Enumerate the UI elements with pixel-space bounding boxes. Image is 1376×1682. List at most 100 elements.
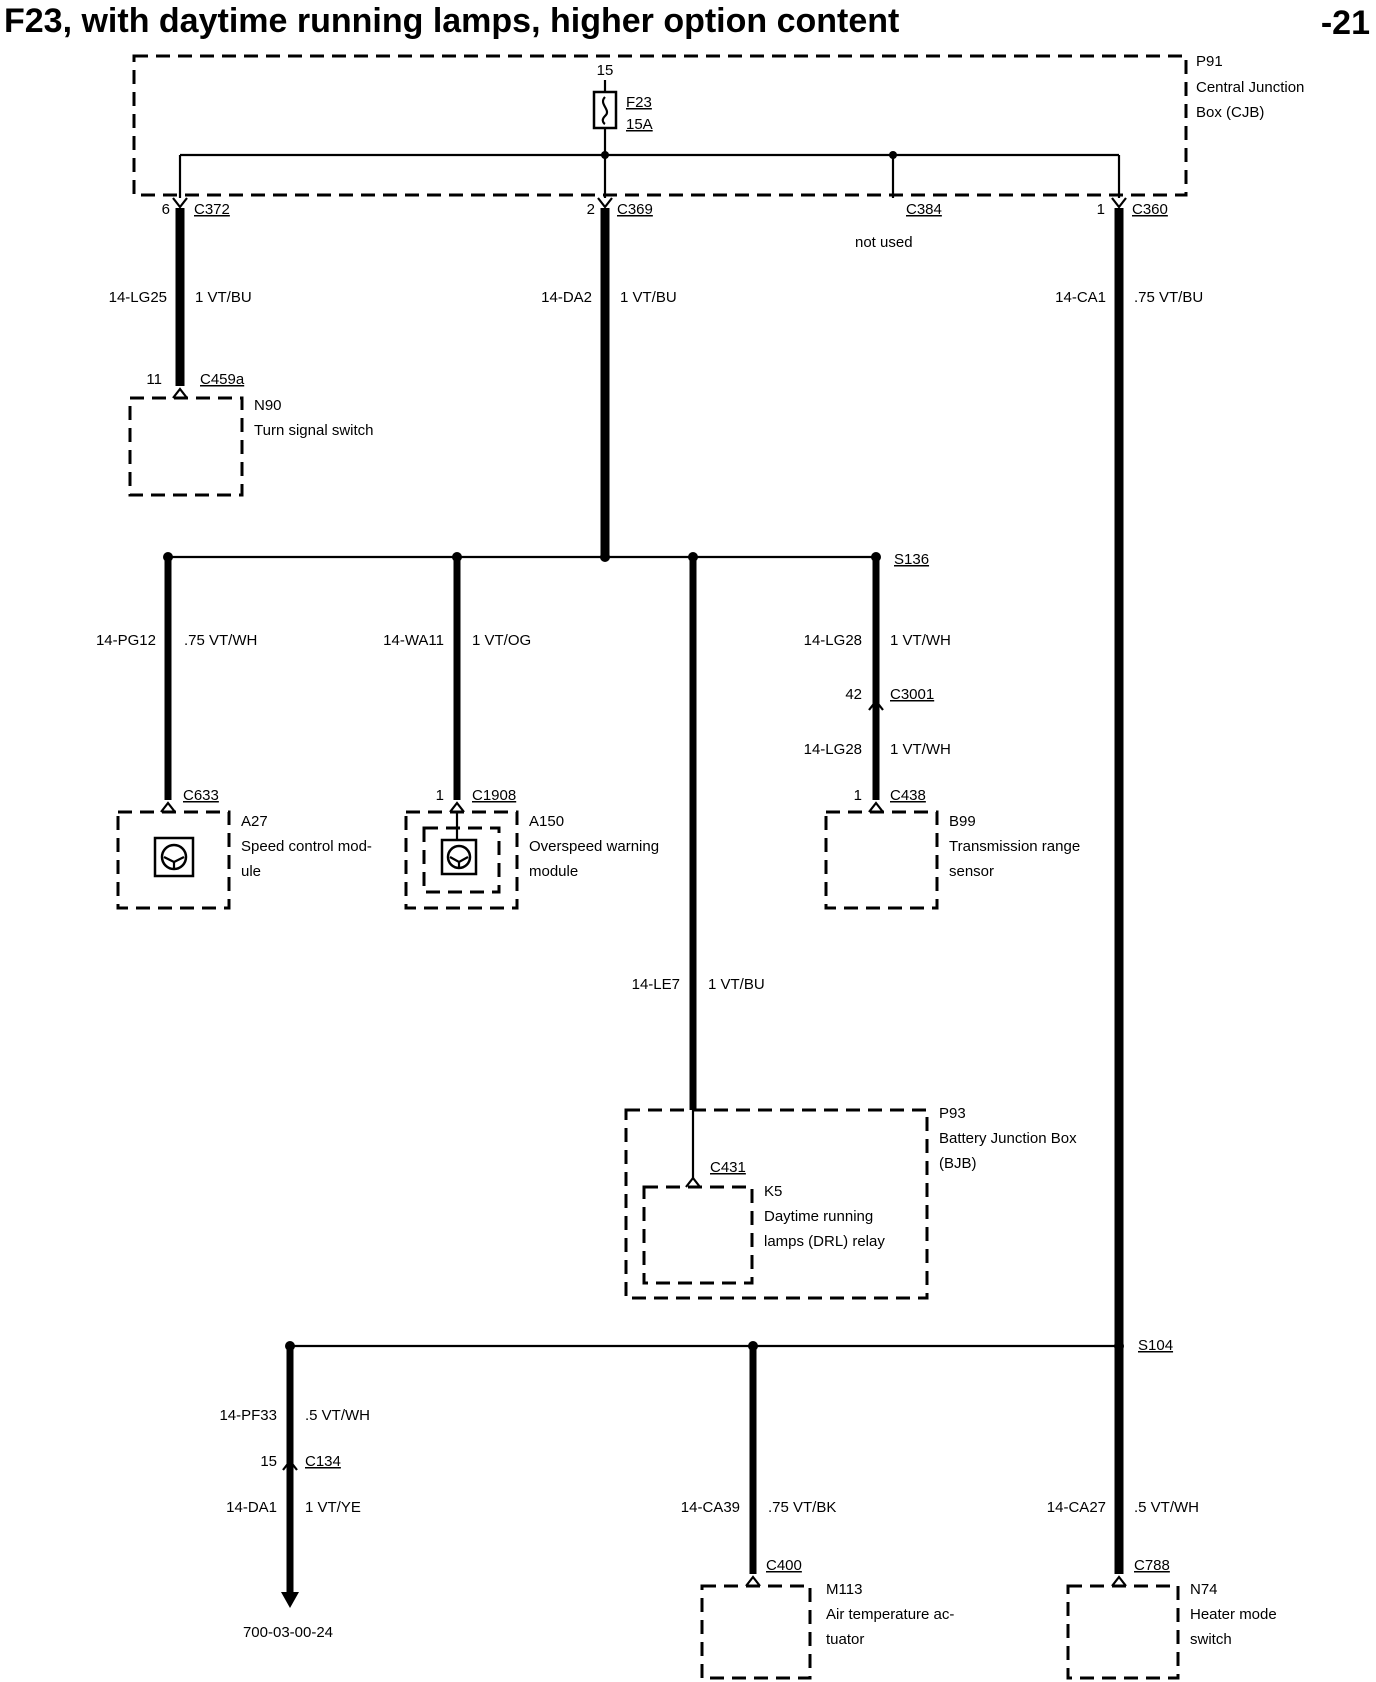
p93-desc-line1: Battery Junction Box [939, 1130, 1077, 1147]
wire-ca1-circuit: 14-CA1 [1055, 289, 1106, 306]
connector-c633-icon [160, 801, 176, 813]
wire-lg28a-spec: 1 VT/WH [890, 632, 951, 649]
wire-ca27-spec: .5 VT/WH [1134, 1499, 1199, 1516]
n74-desc-line2: switch [1190, 1631, 1232, 1648]
fuse-rating: 15A [626, 116, 653, 133]
a27-id: A27 [241, 813, 268, 830]
a150-id: A150 [529, 813, 564, 830]
wire-lg28b-circuit: 14-LG28 [804, 741, 862, 758]
k5-id: K5 [764, 1183, 782, 1200]
splice-s136-label: S136 [894, 551, 929, 568]
page-number: -21 [1321, 4, 1370, 42]
connector-c438-icon [868, 801, 884, 813]
wire-pg12-circuit: 14-PG12 [96, 632, 156, 649]
m113-id: M113 [826, 1581, 862, 1598]
connector-c1908-icon [449, 801, 465, 813]
c788-label: C788 [1134, 1557, 1170, 1574]
wire-le7-spec: 1 VT/BU [708, 976, 765, 993]
a27-desc-line2: ule [241, 863, 261, 880]
wire-lg25-spec: 1 VT/BU [195, 289, 252, 306]
c633-label: C633 [183, 787, 219, 804]
n74-desc-line1: Heater mode [1190, 1606, 1277, 1623]
component-a150-box [404, 810, 519, 910]
m113-desc-line2: tuator [826, 1631, 864, 1648]
wire-da1-circuit: 14-DA1 [226, 1499, 277, 1516]
connector-c3001-icon [868, 699, 884, 711]
c459a-label: C459a [200, 371, 245, 388]
a27-desc-line1: Speed control mod- [241, 838, 372, 855]
fuse-pin: 15 [597, 62, 614, 79]
wire-ca1-spec: .75 VT/BU [1134, 289, 1203, 306]
component-m113-box [700, 1584, 812, 1680]
c369-label: C369 [617, 201, 653, 218]
c400-label: C400 [766, 1557, 802, 1574]
component-k5-box [642, 1185, 754, 1285]
wire-pf33-circuit: 14-PF33 [219, 1407, 277, 1424]
component-n74-box [1066, 1584, 1180, 1680]
wire-le7-circuit: 14-LE7 [632, 976, 680, 993]
wire-da1-spec: 1 VT/YE [305, 1499, 361, 1516]
connector-c360-icon [1111, 197, 1127, 209]
connector-c134-icon [282, 1459, 298, 1471]
reference-label: 700-03-00-24 [243, 1624, 333, 1641]
connector-c459a-icon [172, 387, 188, 399]
b99-id: B99 [949, 813, 976, 830]
c459a-pin: 11 [146, 371, 162, 388]
wire-da2-spec: 1 VT/BU [620, 289, 677, 306]
c372-label: C372 [194, 201, 230, 218]
c369-pin: 2 [587, 201, 595, 218]
cjb-box [132, 54, 1188, 197]
c134-pin: 15 [260, 1453, 277, 1470]
a150-desc-line1: Overspeed warning [529, 838, 659, 855]
c360-pin: 1 [1097, 201, 1105, 218]
p93-id: P93 [939, 1105, 966, 1122]
b99-desc-line2: sensor [949, 863, 994, 880]
bus-junction-dot [889, 151, 897, 159]
n90-desc: Turn signal switch [254, 422, 374, 439]
wire-ca39-circuit: 14-CA39 [681, 1499, 740, 1516]
n74-id: N74 [1190, 1581, 1218, 1598]
connector-c788-icon [1111, 1575, 1127, 1587]
component-b99-box [824, 810, 939, 910]
component-a27-box [116, 810, 231, 910]
k5-desc-line2: lamps (DRL) relay [764, 1233, 885, 1250]
wire-da2-circuit: 14-DA2 [541, 289, 592, 306]
wire-ca39-spec: .75 VT/BK [768, 1499, 836, 1516]
n90-id: N90 [254, 397, 282, 414]
splice-s104-label: S104 [1138, 1337, 1173, 1354]
wire-wa11-circuit: 14-WA11 [383, 632, 444, 649]
junction-dot [600, 552, 610, 562]
p93-desc-line2: (BJB) [939, 1155, 977, 1172]
connector-c400-icon [745, 1575, 761, 1587]
wire-pg12-spec: .75 VT/WH [184, 632, 257, 649]
c438-label: C438 [890, 787, 926, 804]
c3001-pin: 42 [845, 686, 862, 703]
connector-c369-icon [597, 197, 613, 209]
component-n90-box [128, 396, 244, 497]
c3001-label: C3001 [890, 686, 934, 703]
cjb-name-line2: Box (CJB) [1196, 104, 1264, 121]
c1908-label: C1908 [472, 787, 516, 804]
c134-label: C134 [305, 1453, 341, 1470]
module-a27-icon [153, 836, 195, 878]
wire-ca27-circuit: 14-CA27 [1047, 1499, 1106, 1516]
fuse-element-icon [601, 96, 609, 125]
wire-lg28a-circuit: 14-LG28 [804, 632, 862, 649]
connector-c431-icon [685, 1176, 701, 1188]
c384-note: not used [855, 234, 913, 251]
cjb-id: P91 [1196, 53, 1223, 70]
continuation-arrow-icon [281, 1592, 299, 1608]
bus-junction-dot [601, 151, 609, 159]
component-p93-box [624, 1108, 929, 1300]
a150-desc-line2: module [529, 863, 578, 880]
c372-pin: 6 [162, 201, 170, 218]
module-a150-icon [440, 838, 478, 876]
c438-pin: 1 [854, 787, 862, 804]
wire-pf33-spec: .5 VT/WH [305, 1407, 370, 1424]
k5-desc-line1: Daytime running [764, 1208, 873, 1225]
cjb-name-line1: Central Junction [1196, 79, 1304, 96]
page-title: F23, with daytime running lamps, higher … [4, 2, 899, 40]
c1908-pin: 1 [436, 787, 444, 804]
wire-lg25-circuit: 14-LG25 [109, 289, 167, 306]
